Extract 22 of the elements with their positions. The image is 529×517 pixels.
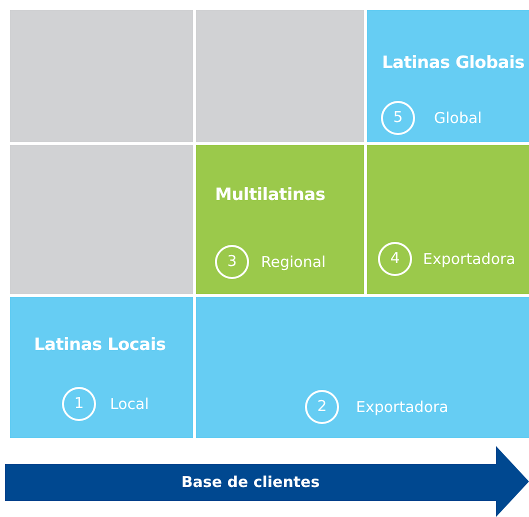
matrix-cell xyxy=(10,297,193,438)
matrix-cell xyxy=(196,10,364,142)
matrix-cell xyxy=(196,145,364,294)
matrix-cell xyxy=(367,145,529,294)
number-circle: 4 xyxy=(378,242,412,276)
matrix-cell xyxy=(10,10,193,142)
number-circle: 2 xyxy=(305,390,339,424)
group-heading: Latinas Locais xyxy=(34,335,166,355)
matrix-cell xyxy=(367,10,529,142)
circle-caption: Exportadora xyxy=(423,249,516,270)
number-circle: 1 xyxy=(62,387,96,421)
group-heading: Latinas Globais xyxy=(382,53,524,73)
arrow-label: Base de clientes xyxy=(180,472,321,493)
matrix-cell xyxy=(10,145,193,294)
circle-caption: Global xyxy=(434,108,482,129)
circle-caption: Exportadora xyxy=(356,397,448,418)
number-circle: 3 xyxy=(215,245,249,279)
circle-caption: Local xyxy=(110,394,149,415)
group-heading: Multilatinas xyxy=(215,185,326,205)
circle-caption: Regional xyxy=(261,252,326,273)
number-circle: 5 xyxy=(381,101,415,135)
matrix-cell xyxy=(196,297,529,438)
